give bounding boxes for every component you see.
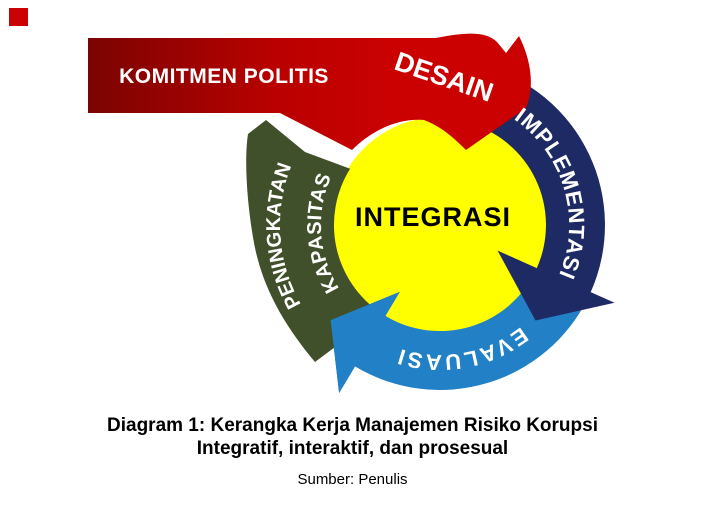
- arrow-evaluasi: [330, 271, 589, 393]
- arrow-implementasi: [467, 65, 615, 321]
- diagram-caption: Diagram 1: Kerangka Kerja Manajemen Risi…: [0, 414, 705, 488]
- arrow-peningkatan-kapasitas: [246, 120, 381, 362]
- integration-circle: [332, 117, 548, 333]
- label-komitmen-politis: KOMITMEN POLITIS: [119, 65, 329, 88]
- arrowhead-evaluasi: [330, 291, 400, 393]
- caption-line-2: Integratif, interaktif, dan prosesual: [196, 438, 509, 459]
- corner-red-mark: [9, 8, 28, 26]
- caption-source: Sumber: Penulis: [297, 471, 408, 488]
- caption-line-1: Diagram 1: Kerangka Kerja Manajemen Risi…: [107, 415, 598, 436]
- label-integrasi: INTEGRASI: [355, 202, 511, 232]
- arrow-komitmen-desain: [88, 33, 531, 150]
